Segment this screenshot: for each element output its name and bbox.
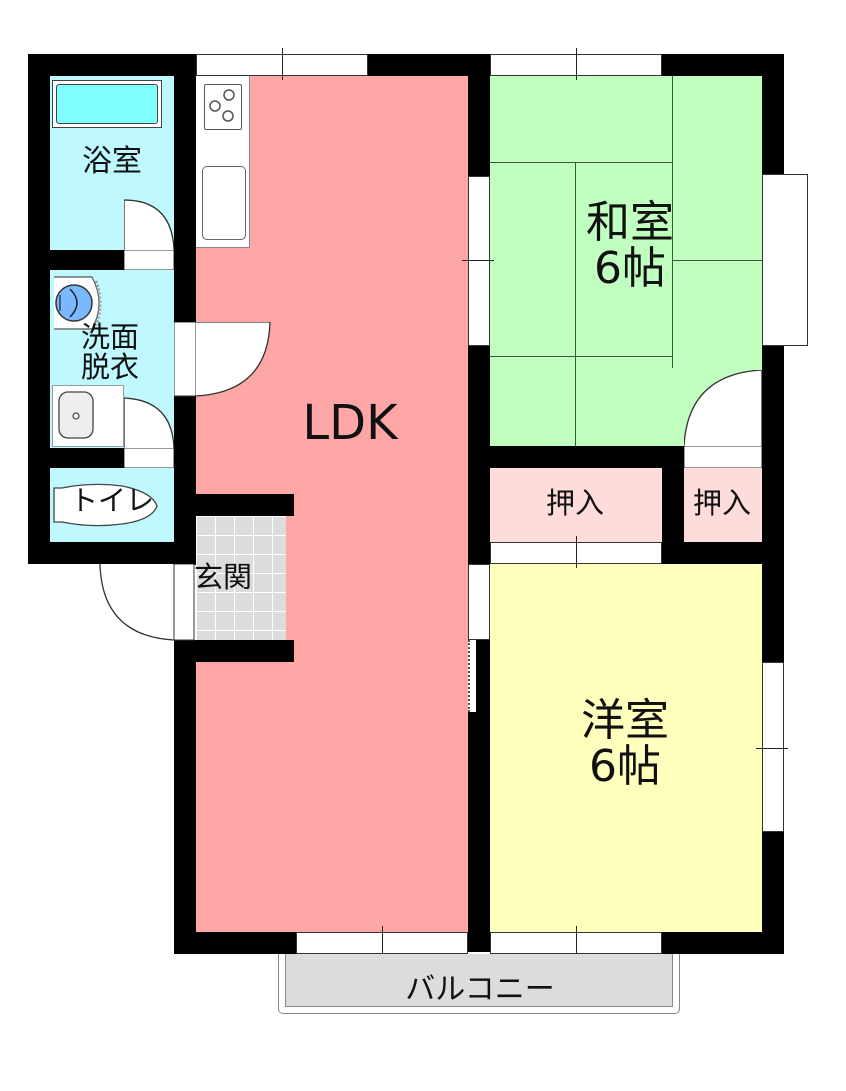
youshitsu-room[interactable]	[490, 564, 762, 932]
label-youshitsu: 洋室 6帖	[581, 695, 669, 793]
wall	[174, 640, 196, 952]
window	[762, 174, 808, 346]
wall	[174, 395, 196, 565]
bathtub-icon	[52, 80, 162, 128]
label-washroom: 洗面 脱衣	[80, 320, 139, 385]
wall	[662, 542, 784, 564]
wall	[468, 640, 490, 952]
oshiire-2[interactable]	[684, 468, 762, 542]
wall	[174, 640, 294, 662]
wall	[762, 832, 784, 952]
wall	[662, 54, 784, 76]
tatami-line	[672, 76, 673, 368]
label-washitsu: 和室 6帖	[586, 197, 674, 295]
label-ldk: LDK	[302, 395, 398, 451]
label-balcony: バルコニー	[405, 972, 555, 1007]
window	[468, 176, 490, 346]
tatami-line	[490, 162, 673, 163]
wall	[28, 542, 196, 564]
window	[762, 662, 784, 832]
wall	[468, 446, 684, 468]
entrance-door[interactable]	[98, 564, 196, 642]
label-genkan: 玄関	[194, 560, 253, 594]
label-toilet: トイレ	[69, 484, 154, 517]
genkan-overlay	[196, 516, 286, 640]
wall	[28, 250, 124, 270]
label-bath: 浴室	[82, 144, 142, 179]
wall	[174, 54, 196, 324]
wall	[174, 932, 296, 954]
door-washroom[interactable]	[124, 396, 174, 468]
wall	[762, 346, 784, 662]
wall	[662, 932, 784, 954]
sink-icon	[202, 166, 246, 240]
door-rail	[468, 640, 476, 712]
oshiire-1[interactable]	[490, 468, 662, 542]
wall	[28, 448, 124, 468]
toilet-icon	[52, 480, 162, 530]
label-oshiire-2: 押入	[692, 486, 751, 520]
tatami-line	[490, 356, 672, 357]
tatami-line	[672, 260, 762, 261]
wall	[28, 54, 50, 564]
wall	[174, 494, 294, 516]
sliding-door[interactable]	[468, 564, 490, 640]
label-oshiire-1: 押入	[545, 486, 604, 520]
door-ldk-wash[interactable]	[174, 322, 274, 398]
washbasin-icon	[52, 385, 124, 447]
wall	[468, 54, 490, 176]
wall	[28, 54, 198, 76]
wall	[662, 446, 684, 564]
stove-icon	[204, 84, 242, 130]
balcony[interactable]	[278, 954, 680, 1014]
tatami-line	[575, 162, 576, 446]
door-bath[interactable]	[124, 196, 174, 270]
wall	[762, 54, 784, 174]
door-washitsu[interactable]	[684, 370, 762, 468]
wall	[368, 54, 490, 76]
washing-machine-icon	[52, 275, 108, 333]
